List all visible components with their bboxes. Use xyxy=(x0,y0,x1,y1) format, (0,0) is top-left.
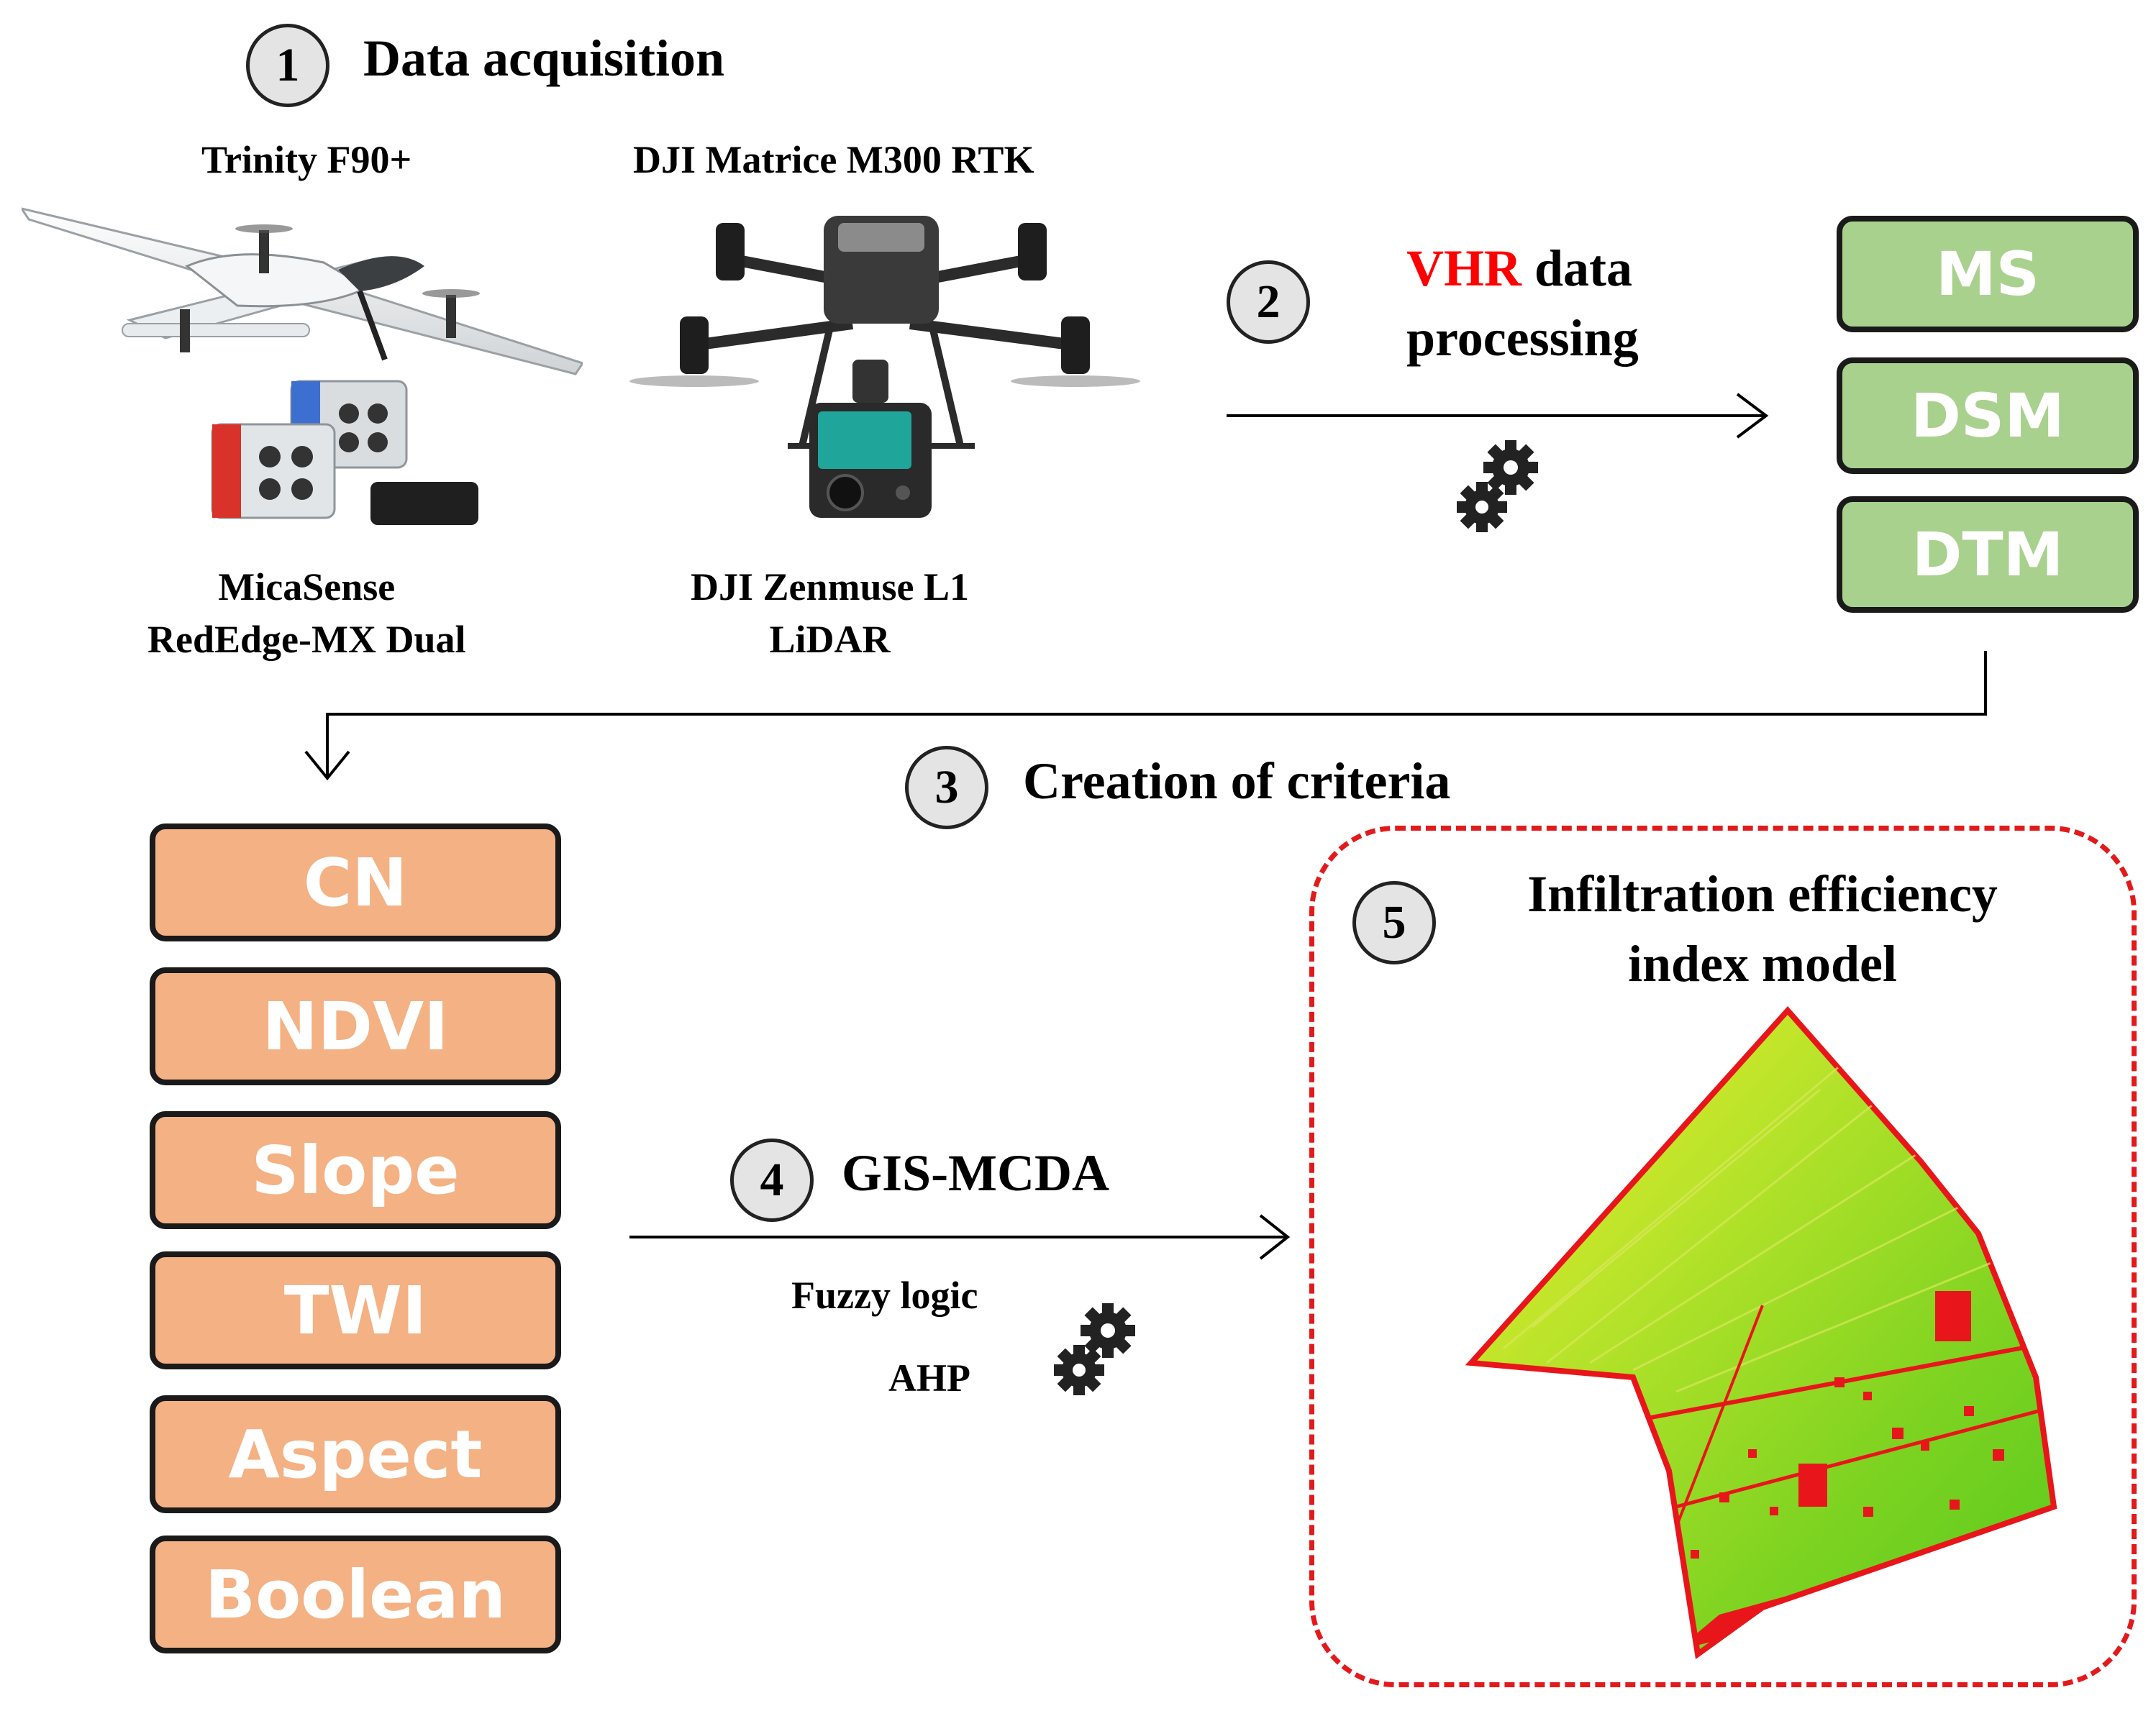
fixed-wing-label: Trinity F90+ xyxy=(201,138,412,181)
criteria-box-boolean: Boolean xyxy=(150,1536,561,1653)
step-5-badge: 5 xyxy=(1352,881,1436,964)
step-5-title: Infiltration efficiency index model xyxy=(1439,859,2086,999)
step-5-frame xyxy=(1309,826,2137,1687)
method-fuzzy-logic: Fuzzy logic xyxy=(791,1274,978,1317)
product-box-dtm: DTM xyxy=(1837,496,2139,613)
criteria-box-cn: CN xyxy=(150,823,561,941)
product-box-dsm: DSM xyxy=(1837,357,2139,474)
step-5-title-line-1: Infiltration efficiency xyxy=(1527,865,1998,923)
criteria-box-twi: TWI xyxy=(150,1251,561,1369)
method-ahp: AHP xyxy=(888,1356,970,1400)
step-2-title: VHR data processing xyxy=(1406,234,1639,373)
connector-products-to-criteria xyxy=(326,651,1987,777)
step-4-badge: 4 xyxy=(730,1139,814,1222)
multispectral-line-1: MicaSense xyxy=(218,565,396,608)
lidar-sensor-icon xyxy=(809,360,932,518)
product-box-ms: MS xyxy=(1837,216,2139,332)
step-2-title-rest: data xyxy=(1522,239,1633,297)
step-1-title: Data acquisition xyxy=(363,29,725,87)
step-1-badge: 1 xyxy=(246,24,329,107)
step-3-badge: 3 xyxy=(905,746,988,829)
criteria-box-aspect: Aspect xyxy=(150,1395,561,1513)
step-4-title: GIS-MCDA xyxy=(842,1144,1109,1202)
step-5-title-line-2: index model xyxy=(1627,935,1898,993)
gears-icon xyxy=(1457,440,1538,532)
vhr-highlight: VHR xyxy=(1406,239,1522,297)
arrow-mcda-head xyxy=(1259,1214,1291,1260)
fixed-wing-drone-icon xyxy=(22,207,583,375)
lidar-sensor-label: DJI Zenmuse L1 LiDAR xyxy=(691,561,969,666)
arrow-processing-head xyxy=(1736,393,1769,439)
criteria-box-slope: Slope xyxy=(150,1111,561,1229)
lidar-line-1: DJI Zenmuse L1 xyxy=(691,565,970,608)
infiltration-map-icon xyxy=(1465,1005,2057,1660)
lidar-line-2: LiDAR xyxy=(769,617,891,661)
multispectral-camera-icon xyxy=(211,380,478,525)
step-3-title: Creation of criteria xyxy=(1023,752,1451,810)
multirotor-label: DJI Matrice M300 RTK xyxy=(633,138,1034,181)
multispectral-line-2: RedEdge-MX Dual xyxy=(147,617,466,661)
multispectral-sensor-label: MicaSense RedEdge-MX Dual xyxy=(147,561,466,666)
step-2-badge: 2 xyxy=(1227,260,1310,344)
criteria-box-ndvi: NDVI xyxy=(150,967,561,1085)
gears-icon xyxy=(1054,1303,1135,1395)
arrow-criteria-head xyxy=(304,750,350,781)
step-2-title-line-2: processing xyxy=(1406,309,1639,368)
